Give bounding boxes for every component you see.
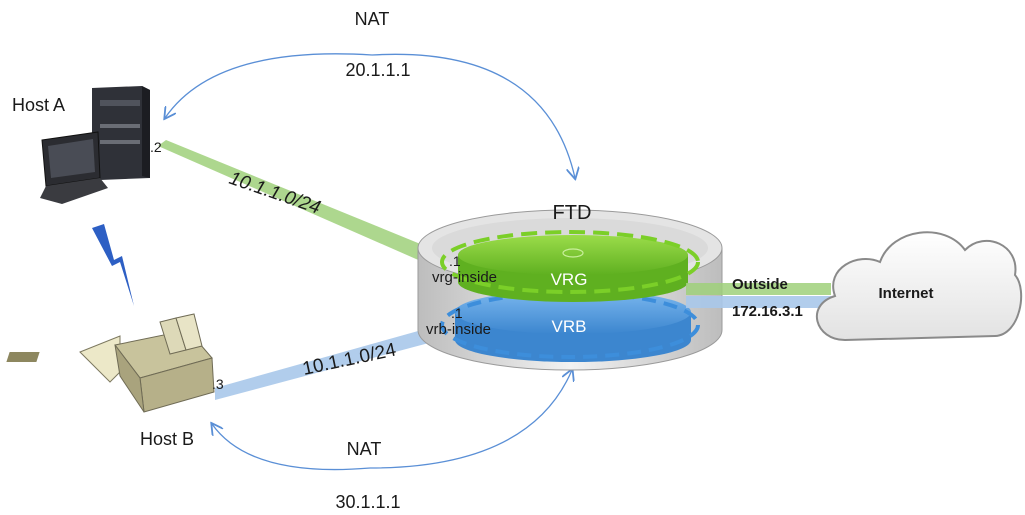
host-b-interface: .3 (212, 376, 224, 392)
nat-top-arrow-to-ftd (371, 53, 575, 178)
outside-blue-link (686, 296, 831, 308)
nat-top-arrow-to-host-a (165, 53, 373, 118)
outside-green-link (686, 283, 831, 295)
nat-bottom-label: NAT (347, 439, 382, 459)
vrg-interface-label: vrg-inside (432, 269, 497, 286)
outside-ip: 172.16.3.1 (732, 303, 803, 320)
vrb-interface-label: vrb-inside (426, 321, 491, 338)
nat-top-label: NAT (355, 9, 390, 29)
nat-bottom-arrow-to-ftd (369, 370, 572, 469)
host-a-server-icon (92, 86, 150, 180)
ftd-label: FTD (553, 202, 592, 224)
vrb-label: VRB (552, 317, 587, 336)
host-b-label: Host B (140, 429, 194, 449)
host-a-laptop-icon (40, 131, 108, 204)
nat-top-ip: 20.1.1.1 (345, 60, 410, 80)
vrb-interface-ip: .1 (451, 305, 463, 321)
nat-bottom-arrow-to-host-b (212, 424, 371, 471)
blue-link-subnet: 10.1.1.0/24 (301, 339, 399, 379)
green-link-subnet: 10.1.1.0/24 (226, 168, 323, 219)
internet-label: Internet (878, 285, 933, 302)
outside-label: Outside (732, 276, 788, 293)
vrg-disk (440, 230, 700, 302)
vrb-disk (440, 290, 700, 362)
blue-link (215, 326, 440, 400)
internet-cloud-icon (815, 231, 1023, 342)
vrg-interface-ip: .1 (449, 253, 461, 269)
host-a-label: Host A (12, 95, 65, 115)
nat-bottom-ip: 30.1.1.1 (335, 492, 400, 512)
wireless-lightning-icon (92, 224, 134, 306)
green-link (158, 140, 440, 266)
vrg-label: VRG (551, 270, 588, 289)
host-a-interface: .2 (150, 139, 162, 155)
host-b-fax-icon (6, 313, 215, 413)
